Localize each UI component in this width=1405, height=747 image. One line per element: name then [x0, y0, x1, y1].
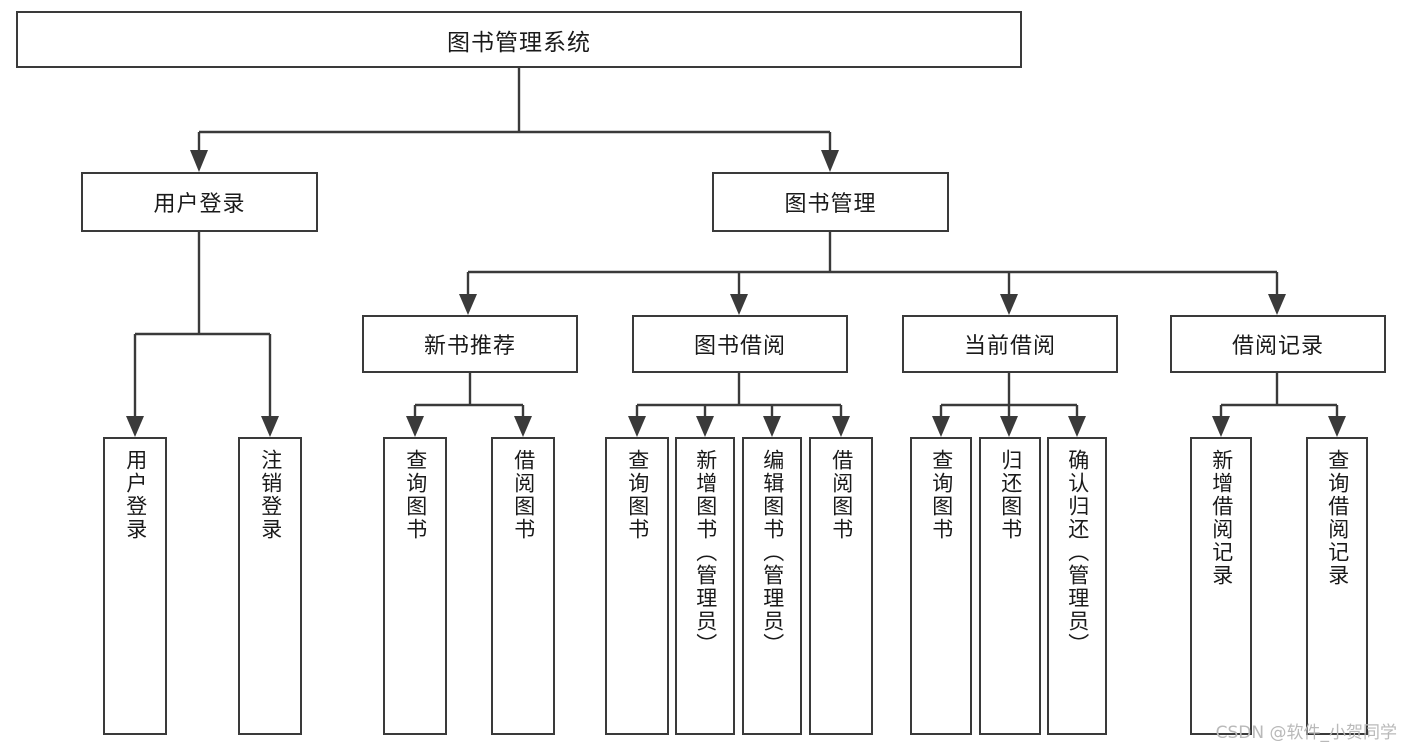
node-user-login[interactable]: 用户登录	[81, 172, 318, 232]
leaf-label: 新增图书（管理员）	[693, 449, 718, 656]
connector-bookborrow-to-leaves	[628, 373, 850, 437]
leaf-label: 借阅图书	[829, 449, 854, 541]
leaf-borrow-record-add[interactable]: 新增借阅记录	[1190, 437, 1252, 735]
connector-bookmgmt-to-level3	[459, 232, 1286, 315]
leaf-label: 查询图书	[625, 449, 650, 541]
leaf-borrow-record-query[interactable]: 查询借阅记录	[1306, 437, 1368, 735]
leaf-label: 用户登录	[123, 449, 148, 541]
node-current-borrow[interactable]: 当前借阅	[902, 315, 1118, 373]
node-label: 图书管理	[784, 192, 877, 217]
connector-userlogin-to-leaves	[126, 232, 279, 437]
node-new-book-recommend[interactable]: 新书推荐	[362, 315, 578, 373]
leaf-book-borrow-lend[interactable]: 借阅图书	[809, 437, 873, 735]
leaf-new-book-borrow[interactable]: 借阅图书	[491, 437, 555, 735]
leaf-new-book-query[interactable]: 查询图书	[383, 437, 447, 735]
leaf-book-borrow-query[interactable]: 查询图书	[605, 437, 669, 735]
node-label: 图书管理系统	[447, 29, 591, 56]
leaf-current-borrow-confirm-return[interactable]: 确认归还（管理员）	[1047, 437, 1107, 735]
leaf-label: 查询图书	[403, 449, 428, 541]
leaf-book-borrow-add[interactable]: 新增图书（管理员）	[675, 437, 735, 735]
leaf-label: 编辑图书（管理员）	[760, 449, 785, 656]
node-label: 新书推荐	[423, 334, 516, 359]
node-root-library-system[interactable]: 图书管理系统	[16, 11, 1022, 68]
leaf-current-borrow-return[interactable]: 归还图书	[979, 437, 1041, 735]
leaf-label: 归还图书	[998, 449, 1023, 541]
node-label: 借阅记录	[1231, 334, 1324, 359]
leaf-user-login-signin[interactable]: 用户登录	[103, 437, 167, 735]
node-borrow-record[interactable]: 借阅记录	[1170, 315, 1386, 373]
leaf-label: 新增借阅记录	[1209, 449, 1234, 587]
leaf-label: 查询借阅记录	[1325, 449, 1350, 587]
node-label: 当前借阅	[963, 334, 1056, 359]
leaf-current-borrow-query[interactable]: 查询图书	[910, 437, 972, 735]
csdn-watermark: CSDN @软件_小贺同学	[1215, 723, 1397, 743]
leaf-book-borrow-edit[interactable]: 编辑图书（管理员）	[742, 437, 802, 735]
leaf-label: 确认归还（管理员）	[1065, 449, 1090, 656]
connector-root-to-level2	[190, 68, 839, 172]
connector-currentborrow-to-leaves	[932, 373, 1086, 437]
connector-borrowrecord-to-leaves	[1212, 373, 1346, 437]
leaf-label: 借阅图书	[511, 449, 536, 541]
node-label: 图书借阅	[693, 334, 786, 359]
connector-newbook-to-leaves	[406, 373, 532, 437]
node-book-borrow[interactable]: 图书借阅	[632, 315, 848, 373]
leaf-user-login-signout[interactable]: 注销登录	[238, 437, 302, 735]
leaf-label: 查询图书	[929, 449, 954, 541]
node-label: 用户登录	[153, 192, 246, 217]
node-book-management[interactable]: 图书管理	[712, 172, 949, 232]
leaf-label: 注销登录	[258, 449, 283, 541]
